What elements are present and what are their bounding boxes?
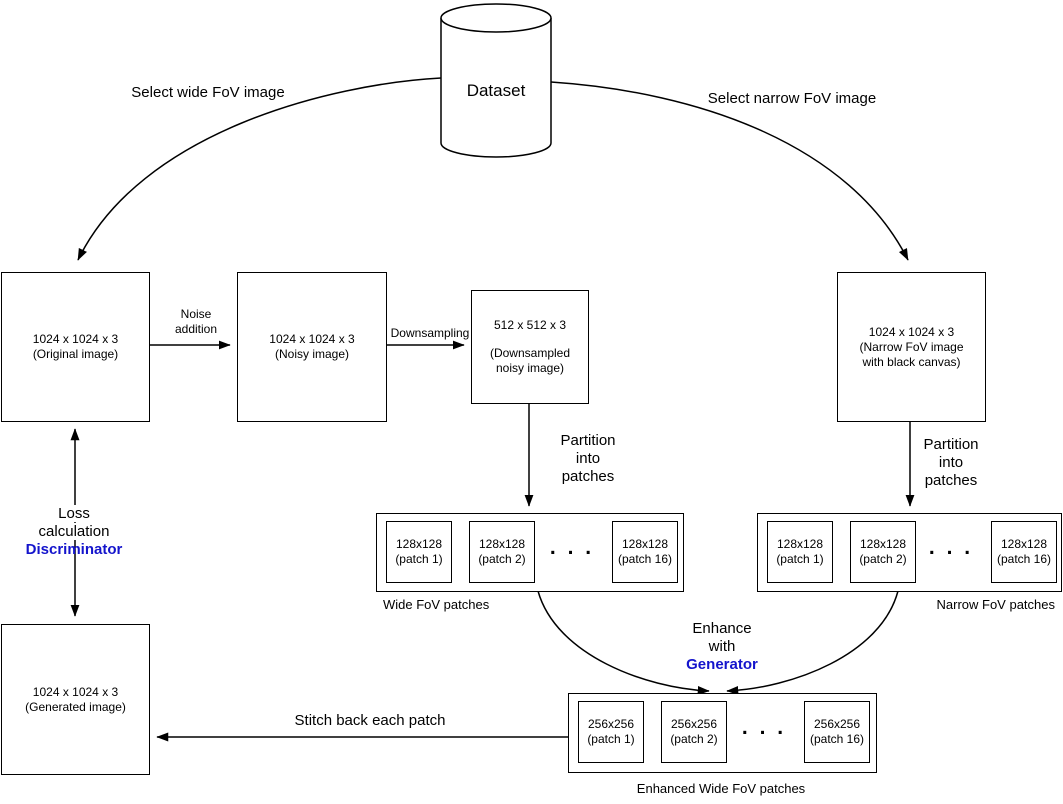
- partition-wide-label: Partition into patches: [538, 432, 638, 486]
- node-original-line2: (Original image): [32, 347, 119, 361]
- node-downsampled-line2: (Downsampled: [489, 346, 571, 360]
- narrow-patches-container: 128x128 (patch 1) 128x128 (patch 2) . . …: [757, 513, 1062, 592]
- narrow-patch-2: 128x128 (patch 2): [850, 521, 916, 583]
- wide-patch-1: 128x128 (patch 1): [386, 521, 452, 583]
- node-generated-image: 1024 x 1024 x 3 (Generated image): [1, 624, 150, 775]
- node-narrow-fov-image: 1024 x 1024 x 3 (Narrow FoV image with b…: [837, 272, 986, 422]
- node-narrow-line2: (Narrow FoV image: [859, 339, 964, 354]
- partition-narrow-line3: patches: [924, 472, 978, 489]
- partition-narrow-line2: into: [938, 454, 964, 471]
- enhanced-patch-16-size: 256x256: [813, 717, 861, 731]
- wide-patches-ellipsis: . . .: [549, 536, 595, 559]
- node-original-line1: 1024 x 1024 x 3: [32, 332, 119, 346]
- node-narrow-line1: 1024 x 1024 x 3: [868, 324, 955, 339]
- noise-label-line2: addition: [174, 322, 218, 336]
- stitch-back-label: Stitch back each patch: [294, 712, 446, 729]
- select-wide-arrow: [77, 77, 442, 261]
- wide-patch-1-size: 128x128: [395, 537, 443, 551]
- select-narrow-arrow: [550, 81, 909, 261]
- enhanced-patch-16: 256x256 (patch 16): [804, 701, 870, 763]
- select-wide-label: Select wide FoV image: [131, 84, 285, 101]
- noise-addition-label: Noise addition: [146, 307, 246, 337]
- narrow-to-generator-arrow: [726, 590, 899, 695]
- loss-discriminator-label: Loss calculation Discriminator: [4, 505, 144, 559]
- loss-line2-text: calculation: [36, 523, 112, 540]
- narrow-patch-1-name: (patch 1): [776, 552, 824, 566]
- narrow-patch-2-name: (patch 2): [859, 552, 907, 566]
- downsampling-label: Downsampling: [390, 326, 470, 340]
- enhanced-patch-2-size: 256x256: [670, 717, 718, 731]
- node-generated-line1: 1024 x 1024 x 3: [32, 684, 119, 699]
- narrow-patch-1-size: 128x128: [776, 537, 824, 551]
- node-noisy-image: 1024 x 1024 x 3 (Noisy image): [237, 272, 387, 422]
- enhanced-patch-1: 256x256 (patch 1): [578, 701, 644, 763]
- loss-line1: Loss: [4, 505, 144, 523]
- partition-wide-line1: Partition: [560, 432, 616, 449]
- loss-line2: calculation: [4, 523, 144, 541]
- wide-patches-container: 128x128 (patch 1) 128x128 (patch 2) . . …: [376, 513, 684, 592]
- enhanced-patches-container: 256x256 (patch 1) 256x256 (patch 2) . . …: [568, 693, 877, 773]
- enhanced-patch-16-name: (patch 16): [809, 732, 865, 746]
- node-original-image: 1024 x 1024 x 3 (Original image): [1, 272, 150, 422]
- wide-patch-2-size: 128x128: [478, 537, 526, 551]
- wide-patches-label: Wide FoV patches: [383, 597, 490, 612]
- enhanced-patch-1-size: 256x256: [587, 717, 635, 731]
- node-noisy-line1: 1024 x 1024 x 3: [269, 332, 355, 346]
- enhanced-patches-label: Enhanced Wide FoV patches: [636, 781, 806, 796]
- enhanced-patches-ellipsis: . . .: [741, 716, 787, 739]
- node-narrow-line3: with black canvas): [862, 354, 961, 369]
- enhance-with-generator-label: Enhance with Generator: [647, 620, 797, 674]
- wide-patch-16: 128x128 (patch 16): [612, 521, 678, 583]
- wide-patch-2-name: (patch 2): [478, 552, 526, 566]
- wide-patch-2: 128x128 (patch 2): [469, 521, 535, 583]
- select-narrow-label: Select narrow FoV image: [707, 90, 877, 107]
- enhance-line1: Enhance: [692, 620, 752, 637]
- narrow-patch-16-size: 128x128: [1000, 537, 1048, 551]
- narrow-patches-label: Narrow FoV patches: [936, 597, 1056, 612]
- narrow-patch-1: 128x128 (patch 1): [767, 521, 833, 583]
- node-noisy-line2: (Noisy image): [274, 347, 349, 361]
- enhanced-patch-1-name: (patch 1): [587, 732, 635, 746]
- node-downsampled-line1: 512 x 512 x 3: [493, 318, 567, 332]
- dataset-label: Dataset: [466, 81, 526, 100]
- narrow-patch-16-name: (patch 16): [996, 552, 1052, 566]
- wide-patch-16-name: (patch 16): [617, 552, 673, 566]
- enhance-line2: with: [708, 638, 736, 655]
- loss-line1-text: Loss: [56, 505, 92, 522]
- node-downsampled-line3: noisy image): [495, 361, 565, 375]
- partition-wide-line3: patches: [561, 468, 615, 485]
- narrow-patches-ellipsis: . . .: [928, 536, 974, 559]
- enhanced-patch-2-name: (patch 2): [670, 732, 718, 746]
- discriminator-label: Discriminator: [25, 541, 123, 558]
- enhanced-patch-2: 256x256 (patch 2): [661, 701, 727, 763]
- database-icon: [440, 3, 552, 158]
- wide-patch-1-name: (patch 1): [395, 552, 443, 566]
- noise-label-line1: Noise: [180, 307, 212, 321]
- partition-narrow-label: Partition into patches: [901, 436, 1001, 490]
- node-generated-line2: (Generated image): [25, 699, 126, 714]
- node-downsampled-image: 512 x 512 x 3 (Downsampled noisy image): [471, 290, 589, 404]
- partition-wide-line2: into: [575, 450, 601, 467]
- wide-to-generator-arrow: [537, 590, 710, 695]
- narrow-patch-16: 128x128 (patch 16): [991, 521, 1057, 583]
- wide-patch-16-size: 128x128: [621, 537, 669, 551]
- generator-label: Generator: [686, 656, 758, 673]
- partition-narrow-line1: Partition: [923, 436, 979, 453]
- narrow-patch-2-size: 128x128: [859, 537, 907, 551]
